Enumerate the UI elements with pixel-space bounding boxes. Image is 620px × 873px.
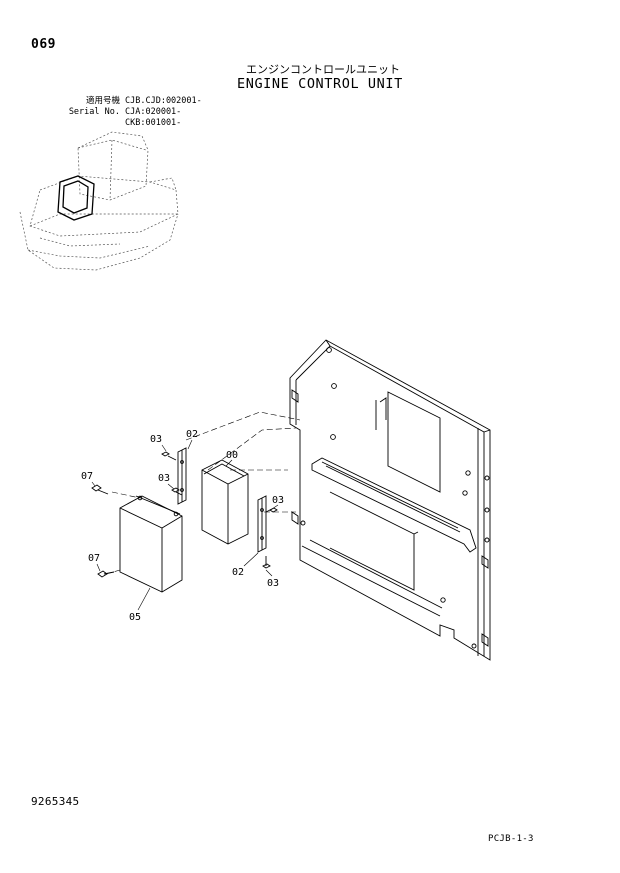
serial-value: CKB:001001- bbox=[125, 118, 182, 128]
serial-value: CJA:020001- bbox=[125, 107, 182, 117]
engine-control-unit bbox=[201, 459, 249, 545]
callout-03: 03 bbox=[267, 578, 279, 589]
serial-row: 適用号機 CJB.CJD:002001- bbox=[60, 96, 202, 107]
serial-label: Serial No. bbox=[68, 107, 120, 117]
page-title: ENGINE CONTROL UNIT bbox=[237, 76, 403, 92]
callout-03: 03 bbox=[272, 495, 284, 506]
title-japanese: エンジンコントロールユニット bbox=[246, 63, 400, 76]
callout-03: 03 bbox=[158, 473, 170, 484]
document-code: 9265345 bbox=[31, 795, 80, 808]
serial-row: Serial No. CJA:020001- bbox=[60, 107, 202, 118]
callout-05: 05 bbox=[129, 612, 141, 623]
bracket-lower bbox=[257, 495, 267, 553]
callout-03: 03 bbox=[150, 434, 162, 445]
callout-07: 07 bbox=[88, 553, 100, 564]
cover bbox=[119, 495, 183, 593]
page-number: 069 bbox=[31, 37, 56, 52]
callout-02-lower: 02 bbox=[232, 567, 244, 578]
mounting-panel bbox=[289, 339, 491, 661]
serial-value: CJB.CJD:002001- bbox=[125, 96, 202, 106]
bracket-upper bbox=[177, 447, 187, 505]
page-code: PCJB-1-3 bbox=[488, 834, 534, 844]
serial-row: CKB:001001- bbox=[60, 118, 202, 129]
callout-02-upper: 02 bbox=[186, 429, 198, 440]
callout-00: 00 bbox=[226, 450, 238, 461]
callout-07: 07 bbox=[81, 471, 93, 482]
serial-number-block: 適用号機 CJB.CJD:002001- Serial No. CJA:0200… bbox=[60, 96, 202, 129]
serial-label: 適用号機 bbox=[85, 96, 120, 106]
